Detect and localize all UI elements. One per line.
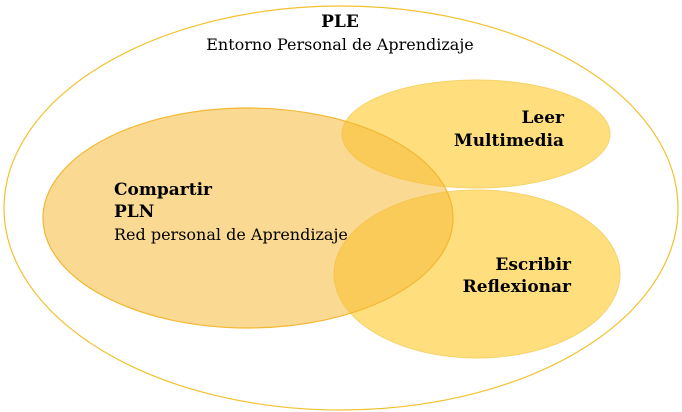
escribir-label: Escribir (495, 255, 572, 275)
reflexionar-label: Reflexionar (463, 277, 572, 297)
compartir-ellipse (42, 107, 454, 329)
pln-label: PLN (114, 202, 154, 222)
red-personal-label: Red personal de Aprendizaje (114, 225, 348, 244)
compartir-label: Compartir (114, 180, 213, 200)
multimedia-label: Multimedia (454, 131, 564, 151)
ple-title: PLE (321, 12, 359, 32)
leer-label: Leer (521, 108, 565, 128)
ple-subtitle: Entorno Personal de Aprendizaje (206, 35, 474, 54)
